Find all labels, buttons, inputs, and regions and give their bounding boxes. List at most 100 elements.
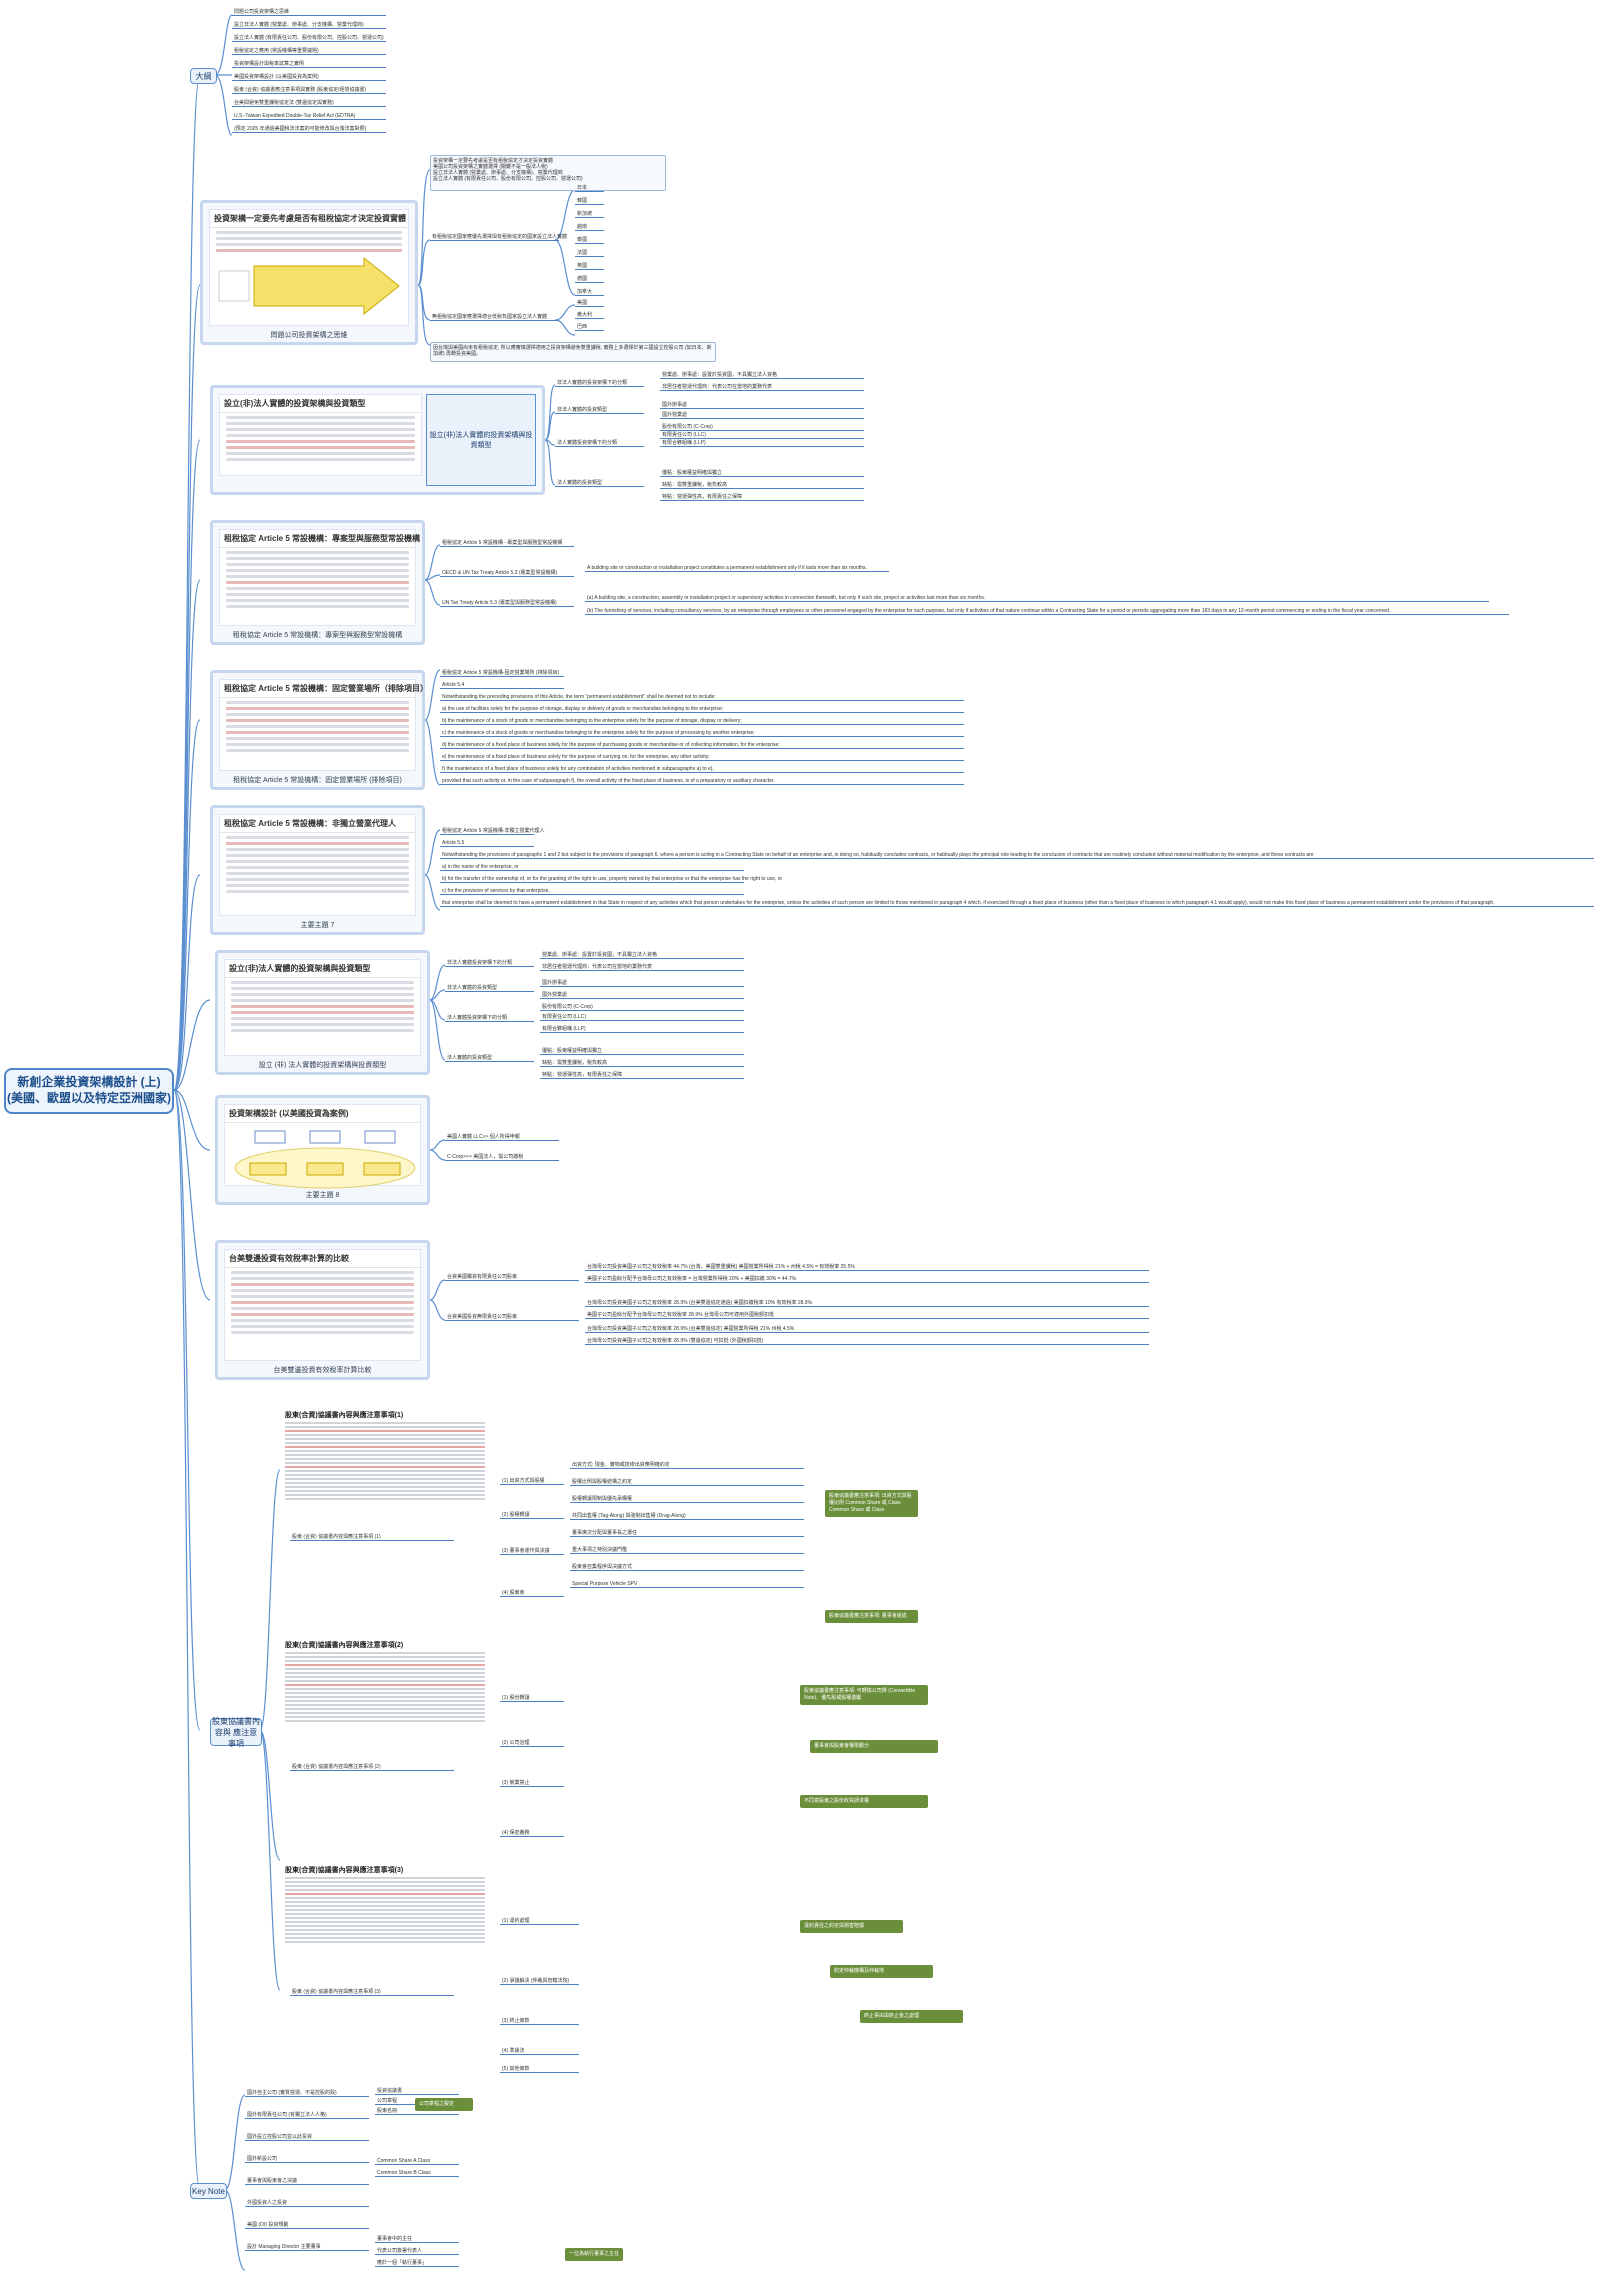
slide6-node[interactable]: 法人實體的投資類型: [445, 1055, 534, 1062]
slide1-head-notes: 投資架構一定要先考慮是否有租稅協定才決定投資實體 美國公司投資架構之實體選擇 (…: [430, 155, 666, 191]
slide3-node2[interactable]: OECD & UN Tax Treaty Article 5.3 (專案型常設機…: [440, 570, 574, 577]
keynote-leaf: 應於一個「執行董事」: [375, 2260, 459, 2267]
agreement-doc-2[interactable]: 股東(合資)協議書內容與應注意事項(2): [285, 1640, 485, 1760]
outline-item[interactable]: 美國投資架構設計 (以美國投資為案例): [232, 74, 386, 81]
slide4-line: Article 5.4: [440, 682, 564, 689]
keynote-item[interactable]: 國外有限責任公司 (有獨立法人人格): [245, 2112, 369, 2119]
keynote-item[interactable]: 國外自主公司 (實質營運、不是控股的殼): [245, 2090, 369, 2097]
keynote-item[interactable]: 國外設立控股公司並以此投資: [245, 2134, 369, 2141]
outline-item[interactable]: (預定 2025 年通過美國稅法法案的可能修改與台灣法案對照): [232, 126, 386, 133]
branch-keynote[interactable]: Key Note: [190, 2183, 227, 2199]
slide-investment-architecture[interactable]: 投資架構一定要先考慮是否有租稅協定才決定投資實體 問題公司投資架構之思維: [200, 200, 418, 345]
slide8-leaf: 美國子公司盈餘分配予台灣母公司之有效稅率 = 台灣營業所得稅 20% + 美國扣…: [585, 1276, 1149, 1283]
slide6-node[interactable]: 非法人實體的投資類型: [445, 985, 534, 992]
keynote-leaf: 投資協議書: [375, 2088, 459, 2095]
agreement-node[interactable]: (1) 出資方式與股權: [500, 1478, 564, 1485]
keynote-leaf: 股東名冊: [375, 2108, 459, 2115]
slide2-leaf: 缺點：需雙重課稅，稅負較高: [660, 482, 864, 489]
slide1-mid2-node[interactable]: 無租稅協定國家應選擇適合低稅負國家設立法人實體: [430, 314, 559, 321]
agreement-node[interactable]: (3) 終止條款: [500, 2018, 579, 2025]
slide6-node[interactable]: 非法人實體投資架構下的分類: [445, 960, 534, 967]
outline-item[interactable]: U.S.-Taiwan Expedited Double-Tax Relief …: [232, 113, 386, 120]
outline-item[interactable]: 股東 (合資) 協議書應注意事項與實務 (股東協定/經營協議書): [232, 87, 386, 94]
agreement-doc-2-caption: 股東 (合資) 協議書內容與應注意事項 (2): [290, 1764, 454, 1771]
slide3-node3[interactable]: UN Tax Treaty Article 5.3 (專案型與服務型常設機構): [440, 600, 574, 607]
agreement-doc-1-caption: 股東 (合資) 協議書內容與應注意事項 (1): [290, 1534, 454, 1541]
keynote-item[interactable]: 國外新設公司: [245, 2156, 369, 2163]
country-item: 韓國: [575, 198, 604, 205]
slide5-line: a) in the name of the enterprise, or: [440, 864, 744, 871]
slide-entity-types-2[interactable]: 設立(非)法人實體的投資架構與投資類型 設立 (非) 法人實體的投資架構與投資類…: [215, 950, 430, 1075]
slide4-line: Notwithstanding the preceding provisions…: [440, 694, 964, 701]
slide-us-investment[interactable]: 投資架構設計 (以美國投資為案例) 主要主題 8: [215, 1095, 430, 1205]
slide-article5-project[interactable]: 租稅協定 Article 5 常設機構：專案型與服務型常設機構 租稅協定 Art…: [210, 520, 425, 645]
outline-item[interactable]: 租稅協定之應用 (常設機構等重要議題): [232, 48, 386, 55]
slide1-note: 因台灣與美國尚未有租稅協定, 所以應審慎選擇適用之投資架構避免雙重課稅, 實務上…: [430, 342, 716, 362]
slide-title: 設立(非)法人實體的投資架構與投資類型: [225, 960, 420, 978]
slide6-leaf: 優點：股東權益明確與獨立: [540, 1048, 744, 1055]
country-item: 德國: [575, 276, 604, 283]
agreement-doc-3-caption: 股東 (合資) 協議書內容與應注意事項 (3): [290, 1989, 454, 1996]
agreement-node[interactable]: (5) 其他條款: [500, 2066, 579, 2073]
slide-caption: 設立 (非) 法人實體的投資架構與投資類型: [258, 1062, 387, 1069]
agreement-node[interactable]: (1) 違約處理: [500, 1918, 579, 1925]
slide-tax-rate-comparison[interactable]: 台美雙邊投資有效稅率計算的比較 台美雙邊投資有效稅率計算比較: [215, 1240, 430, 1380]
keynote-item[interactable]: 美國 (OI) 投資規劃: [245, 2222, 369, 2229]
root-title-line2: (美國、歐盟以及特定亞洲國家): [7, 1091, 171, 1105]
keynote-item[interactable]: 董事會與股東會之決議: [245, 2178, 369, 2185]
slide2-node[interactable]: 法人實體的投資類型: [555, 480, 644, 487]
keynote-item[interactable]: 設計 Managing Director 主要董事: [245, 2244, 369, 2251]
agreement-node[interactable]: (4) 準據法: [500, 2048, 579, 2055]
agreement-node[interactable]: (2) 公司治理: [500, 1740, 564, 1747]
slide8-node-2[interactable]: 台資美國投資無限責任公司股東: [445, 1314, 579, 1321]
slide2-node[interactable]: 法人實體投資架構下的分類: [555, 440, 644, 447]
agreement-leaf: 股權比例與股權結構之約定: [570, 1479, 804, 1486]
slide-entity-types[interactable]: 設立(非)法人實體的投資架構與投資類型 設立(非)法人實體的投資架構與投資類型: [210, 385, 545, 495]
slide6-leaf: 非居住者營運代理商：代表公司在當地的業務代表: [540, 964, 744, 971]
slide4-line: d) the maintenance of a fixed place of b…: [440, 742, 964, 749]
keynote-note: 公司章程之擬定: [415, 2098, 473, 2111]
root-title-line1: 新創企業投資架構設計 (上): [17, 1075, 161, 1089]
slide2-leaf: 有限合夥組織 (LLP): [660, 440, 864, 447]
outline-item[interactable]: 設立非法人實體 (營業處、辦事處、分支機構、營業代理商): [232, 22, 386, 29]
agreement-note: 董事會與股東會權限劃分: [810, 1740, 938, 1753]
mid2-item: 美國: [575, 300, 604, 307]
slide2-node[interactable]: 非法人實體的投資類型: [555, 407, 644, 414]
slide3-node1[interactable]: 租稅協定 Article 5 常設機構 - 專案型與服務型常設機構: [440, 540, 574, 547]
root-topic[interactable]: 新創企業投資架構設計 (上) (美國、歐盟以及特定亞洲國家): [4, 1068, 174, 1114]
slide2-caption-box: 設立(非)法人實體的投資架構與投資類型: [426, 394, 536, 486]
branch-agreement[interactable]: 股東協議書內容與 應注意事項: [210, 1716, 262, 1748]
outline-item[interactable]: 問題公司投資架構之思維: [232, 9, 386, 16]
slide-article5-fixed-place[interactable]: 租稅協定 Article 5 常設機構：固定營業場所（排除項目） 租稅協定 Ar…: [210, 670, 428, 790]
slide2-node[interactable]: 非法人實體的投資架構下的分類: [555, 380, 644, 387]
agreement-node[interactable]: (4) 股東會: [500, 1590, 564, 1597]
outline-item[interactable]: 投資架構設計與稅率試算之實例: [232, 61, 386, 68]
mid2-item: 巴西: [575, 324, 604, 331]
agreement-doc-1[interactable]: 股東(合資)協議書內容與應注意事項(1): [285, 1410, 485, 1530]
agreement-node[interactable]: (3) 董事會運作與決議: [500, 1548, 564, 1555]
agreement-node[interactable]: (2) 股權轉讓: [500, 1512, 564, 1519]
agreement-node[interactable]: (4) 保密義務: [500, 1830, 564, 1837]
outline-item[interactable]: 台美間避免雙重課稅協定法 (雙邊協定與實務): [232, 100, 386, 107]
slide2-leaf: 非居住者營運代理商：代表公司在當地的業務代表: [660, 384, 864, 391]
slide8-node-1[interactable]: 台資美國獨資有限責任公司股東: [445, 1274, 579, 1281]
slide6-node[interactable]: 法人實體投資架構下的分類: [445, 1015, 534, 1022]
country-item: 加拿大: [575, 289, 604, 296]
slide6-leaf: 特點：營運彈性高，有限責任之保障: [540, 1072, 744, 1079]
slide1-mid-node[interactable]: 有租稅協定國家應優先選擇與有租稅協定的國家設立法人實體: [430, 234, 568, 241]
keynote-item[interactable]: 外國投資人之投資: [245, 2200, 369, 2207]
agreement-node[interactable]: (2) 爭議解決 (仲裁與管轄法院): [500, 1978, 579, 1985]
branch-outline[interactable]: 大綱: [190, 68, 217, 84]
slide6-leaf: 國外營業處: [540, 992, 744, 999]
slide-article5-agent[interactable]: 租稅協定 Article 5 常設機構：非獨立營業代理人 主要主題 7: [210, 805, 425, 935]
outline-item[interactable]: 設立法人實體 (有限責任公司、股份有限公司、控股公司、營運公司): [232, 35, 386, 42]
agreement-doc-3[interactable]: 股東(合資)協議書內容與應注意事項(3): [285, 1865, 485, 1985]
slide5-line: b) for the transfer of the ownership of,…: [440, 876, 783, 883]
slide-caption: 主要主題 8: [305, 1192, 340, 1199]
agreement-node[interactable]: (1) 股份轉讓: [500, 1695, 564, 1702]
slide4-line: c) the maintenance of a stock of goods o…: [440, 730, 964, 737]
slide-title: 投資架構一定要先考慮是否有租稅協定才決定投資實體: [210, 210, 408, 228]
slide-title: 台美雙邊投資有效稅率計算的比較: [225, 1250, 420, 1268]
agreement-node[interactable]: (3) 競業禁止: [500, 1780, 564, 1787]
slide5-line: c) for the provision of services by that…: [440, 888, 744, 895]
